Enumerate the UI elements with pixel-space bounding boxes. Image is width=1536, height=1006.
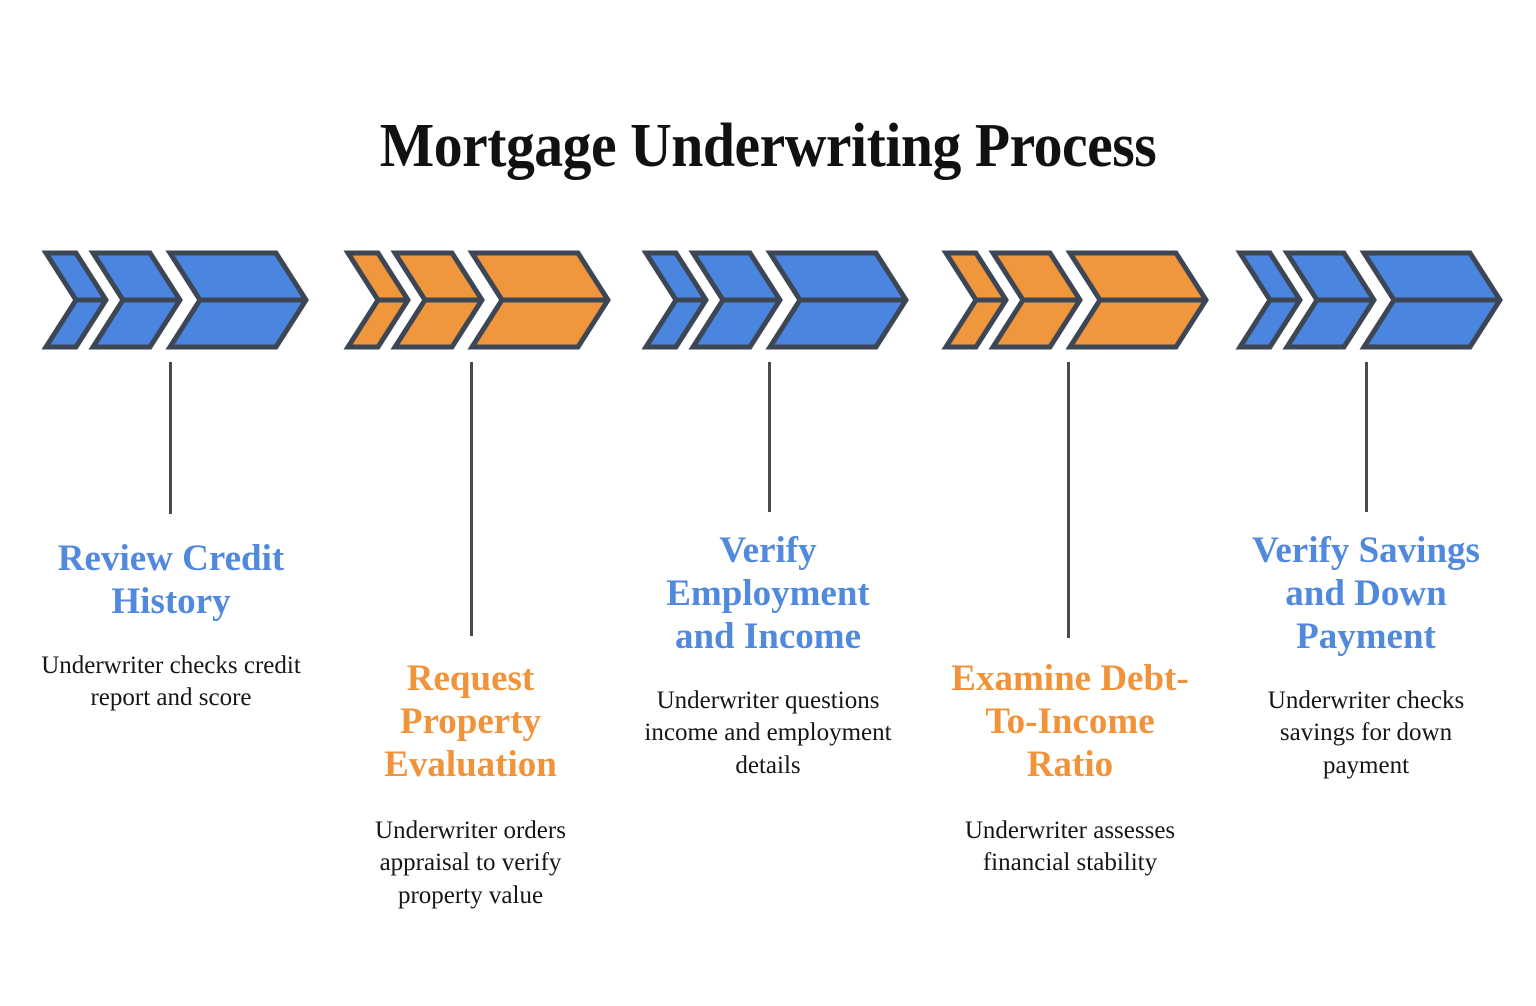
step-heading-5: Verify Savings and Down Payment [1252, 530, 1480, 657]
chevron-group-step-3 [638, 250, 910, 350]
chevron-group-step-4 [938, 250, 1210, 350]
connector-line-step-4 [1067, 362, 1070, 638]
step-heading-1: Review Credit History [57, 538, 285, 622]
step-heading-3: Verify Employment and Income [666, 530, 870, 657]
page-title: Mortgage Underwriting Process [379, 112, 1157, 180]
step-text-block-3: Verify Employment and Income Underwriter… [644, 530, 892, 782]
chevron-group-step-1 [38, 250, 310, 350]
connector-line-step-1 [169, 362, 172, 514]
connector-line-step-3 [768, 362, 771, 512]
chevron-group-step-5 [1232, 250, 1504, 350]
step-text-block-4: Examine Debt-To-Income Ratio Underwriter… [946, 658, 1194, 880]
step-heading-2: Request Property Evaluation [384, 658, 557, 785]
step-description-2: Underwriter orders appraisal to verify p… [375, 816, 566, 909]
connector-line-step-5 [1365, 362, 1368, 512]
step-heading-4: Examine Debt-To-Income Ratio [951, 658, 1189, 785]
chevron-group-step-2 [340, 250, 612, 350]
step-description-4: Underwriter assesses financial stability [964, 816, 1176, 877]
step-description-3: Underwriter questions income and employm… [644, 686, 892, 779]
step-description-5: Underwriter checks savings for down paym… [1267, 686, 1465, 779]
step-description-1: Underwriter checks credit report and sco… [41, 651, 301, 712]
step-text-block-1: Review Credit History Underwriter checks… [32, 538, 310, 715]
connector-line-step-2 [470, 362, 473, 636]
step-text-block-2: Request Property Evaluation Underwriter … [348, 658, 593, 912]
step-text-block-5: Verify Savings and Down Payment Underwri… [1242, 530, 1490, 782]
